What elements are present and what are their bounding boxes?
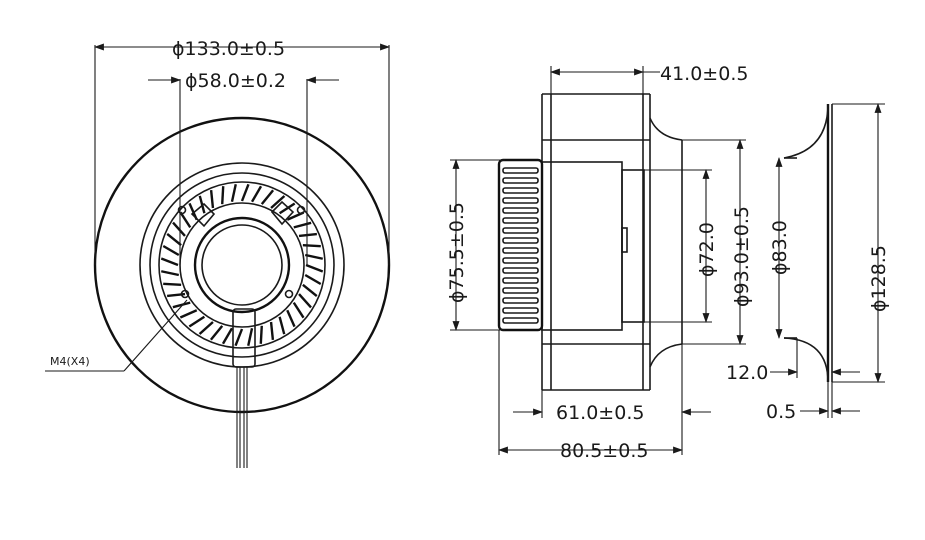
impeller-blade (302, 283, 318, 298)
impeller-blades (502, 167, 539, 324)
impeller-blade (209, 189, 215, 209)
impeller-blade (304, 253, 324, 260)
impeller-blade-side (502, 167, 539, 174)
impeller-blade (179, 211, 192, 229)
impeller-blade (292, 301, 305, 319)
mount-hole-4 (284, 289, 294, 299)
back-flange-bottom (649, 343, 683, 368)
dim-hub-diameter: ϕ58.0±0.2 (185, 70, 286, 92)
impeller-blade (270, 195, 286, 209)
impeller-blade-side (502, 177, 539, 184)
impeller-blade-ring (160, 183, 324, 347)
impeller-blade (188, 315, 206, 328)
dim-ring-outer: ϕ128.5 (868, 245, 890, 312)
impeller-blade (298, 232, 318, 238)
dim-height: 41.0±0.5 (660, 63, 748, 85)
impeller-blade (240, 183, 250, 202)
cable-gland (232, 308, 256, 368)
dim-ring-depth: 12.0 (726, 362, 768, 384)
dim-ring-thickness: 0.5 (766, 401, 796, 423)
impeller-blade-side (502, 257, 539, 264)
impeller-blade (221, 186, 225, 205)
motor-connector (621, 227, 628, 253)
impeller-blade-side (502, 237, 539, 244)
dim-impeller-diameter: ϕ75.5±0.5 (446, 202, 468, 303)
impeller-blade-side (502, 207, 539, 214)
dim-ring-inner: ϕ83.0 (769, 220, 791, 275)
front-ring-outer (149, 172, 335, 358)
ring-view: ϕ83.0 ϕ128.5 12.0 0.5 (726, 103, 890, 423)
impeller-blade-side (502, 187, 539, 194)
impeller-blade-side (502, 267, 539, 274)
impeller-blade-side (502, 247, 539, 254)
front-middle-circle (139, 162, 345, 368)
front-hub-inner (201, 224, 283, 306)
impeller-blade (304, 273, 322, 286)
back-flange-top (649, 117, 683, 141)
ring-profile-inner-top (783, 103, 829, 159)
impeller-blade (247, 327, 254, 347)
hub-tab-right (270, 200, 295, 226)
impeller-blade (250, 185, 263, 203)
impeller-blade-side (502, 317, 539, 324)
impeller-blade (221, 327, 234, 345)
impeller-blade (286, 309, 296, 328)
mount-hole-3 (180, 289, 190, 299)
impeller-blade (230, 183, 237, 203)
impeller-blade (160, 270, 180, 277)
impeller-blade (209, 325, 224, 341)
impeller-blade (166, 232, 182, 247)
impeller-blade (160, 257, 179, 267)
thread-note: M4(X4) (50, 355, 90, 368)
impeller-blade-side (502, 277, 539, 284)
impeller-blade (172, 221, 186, 237)
impeller-blade (198, 195, 206, 214)
dim-outer-diameter: ϕ133.0±0.5 (172, 38, 285, 60)
front-hub-circle (193, 216, 291, 314)
dim-width-80: 80.5±0.5 (560, 440, 648, 462)
impeller-blade (278, 316, 286, 335)
dim-outlet-diameter: ϕ93.0±0.5 (731, 206, 753, 307)
impeller-blade-side (502, 307, 539, 314)
impeller-blade (234, 328, 244, 347)
front-view: ϕ133.0±0.5 ϕ58.0±0.2 M4(X4) (45, 38, 391, 468)
motor-body (541, 161, 623, 331)
impeller-blade (163, 282, 182, 286)
impeller-blade-side (502, 197, 539, 204)
leader-line (123, 299, 188, 372)
dim-width-61: 61.0±0.5 (556, 402, 644, 424)
front-outer-circle (93, 116, 391, 414)
ring-profile-inner-bottom (783, 337, 829, 383)
impeller-blade-side (502, 217, 539, 224)
impeller-blade (172, 301, 191, 309)
impeller-blade (179, 309, 198, 319)
impeller-blade (302, 244, 321, 248)
front-blade-ring-outer (158, 181, 326, 349)
impeller-blade (269, 321, 275, 341)
mount-hole-2 (296, 205, 306, 215)
impeller-blade-side (502, 287, 539, 294)
impeller-blade (298, 293, 312, 309)
impeller-blade (260, 189, 275, 205)
impeller-blade (259, 325, 263, 344)
impeller-blade-side (502, 227, 539, 234)
dim-inner-diameter: ϕ72.0 (696, 222, 718, 277)
side-view: 41.0±0.5 ϕ75.5±0.5 ϕ72.0 ϕ93.0±0.5 61.0±… (446, 63, 753, 462)
impeller-blade (293, 221, 312, 229)
impeller-blade (278, 202, 296, 215)
hub-tab-left (190, 202, 216, 228)
impeller-blade-side (502, 297, 539, 304)
impeller-blade (305, 263, 324, 273)
impeller-blade (198, 321, 214, 335)
impeller-inlet (497, 158, 544, 332)
motor-rear (621, 169, 645, 323)
impeller-blade (162, 244, 180, 257)
mount-hole-1 (177, 205, 187, 215)
